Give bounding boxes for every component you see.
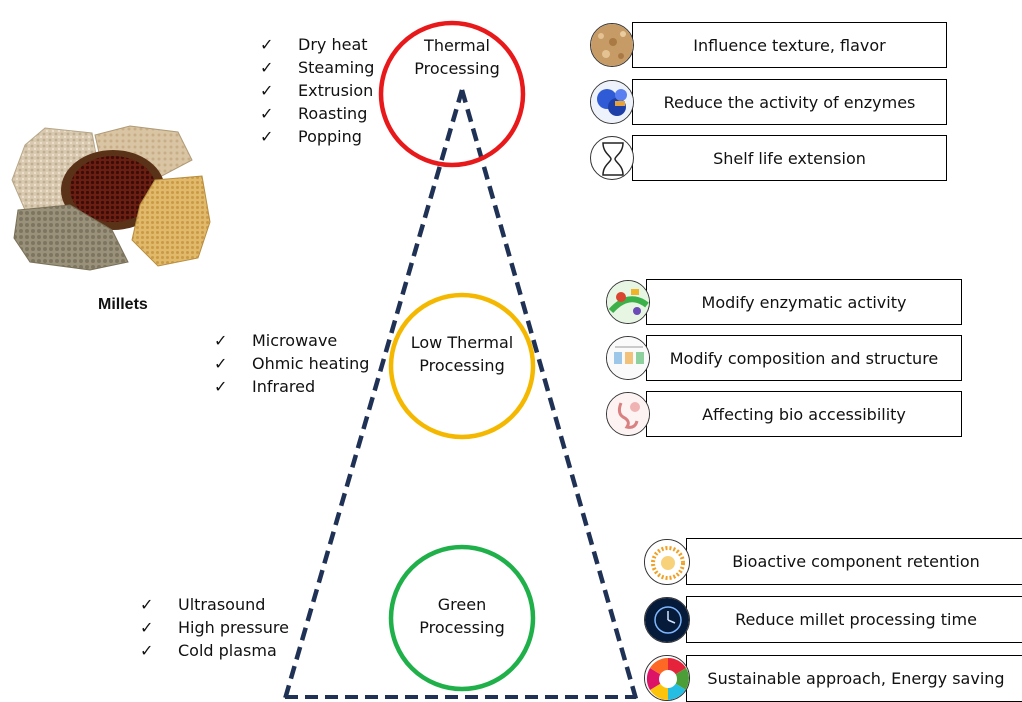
method-item: ✓Ohmic heating bbox=[214, 354, 370, 373]
enzyme-molecule-icon bbox=[590, 80, 634, 124]
low-thermal-methods-list: ✓Microwave ✓Ohmic heating ✓Infrared bbox=[214, 329, 369, 398]
method-item: ✓Popping bbox=[260, 127, 362, 146]
green-circle bbox=[388, 544, 536, 692]
method-item: ✓Roasting bbox=[260, 104, 368, 123]
method-item: ✓Microwave bbox=[214, 331, 338, 350]
method-item: ✓Dry heat bbox=[260, 35, 368, 54]
effect-box: Sustainable approach, Energy saving bbox=[686, 655, 1022, 702]
effect-box: Reduce the activity of enzymes bbox=[632, 79, 947, 125]
thermal-methods-list: ✓Dry heat ✓Steaming ✓Extrusion ✓Roasting… bbox=[260, 33, 374, 148]
bioactive-nanoparticle-icon bbox=[644, 539, 690, 585]
bread-crumb-texture-icon bbox=[590, 23, 634, 67]
method-item: ✓Steaming bbox=[260, 58, 375, 77]
pyramid-left-edge bbox=[282, 89, 465, 699]
low-thermal-circle bbox=[388, 292, 536, 440]
effect-box: Affecting bio accessibility bbox=[646, 391, 962, 437]
method-item: ✓Infrared bbox=[214, 377, 316, 396]
millets-photo bbox=[11, 125, 211, 271]
method-item: ✓Ultrasound bbox=[140, 595, 266, 614]
green-methods-list: ✓Ultrasound ✓High pressure ✓Cold plasma bbox=[140, 593, 289, 662]
digestive-system-icon bbox=[606, 392, 650, 436]
brain-clock-icon bbox=[644, 597, 690, 643]
effect-box: Shelf life extension bbox=[632, 135, 947, 181]
sustainable-goals-wheel-icon bbox=[644, 655, 690, 701]
method-item: ✓Cold plasma bbox=[140, 641, 277, 660]
composition-diagram-icon bbox=[606, 336, 650, 380]
millets-label: Millets bbox=[98, 296, 148, 313]
hourglass-icon bbox=[590, 136, 634, 180]
thermal-circle bbox=[378, 20, 526, 168]
effect-box: Bioactive component retention bbox=[686, 538, 1022, 585]
method-item: ✓High pressure bbox=[140, 618, 289, 637]
enzyme-cell-icon bbox=[606, 280, 650, 324]
pyramid-right-edge bbox=[459, 89, 639, 699]
effect-box: Reduce millet processing time bbox=[686, 596, 1022, 643]
method-item: ✓Extrusion bbox=[260, 81, 374, 100]
effect-box: Modify composition and structure bbox=[646, 335, 962, 381]
effect-box: Influence texture, flavor bbox=[632, 22, 947, 68]
effect-box: Modify enzymatic activity bbox=[646, 279, 962, 325]
